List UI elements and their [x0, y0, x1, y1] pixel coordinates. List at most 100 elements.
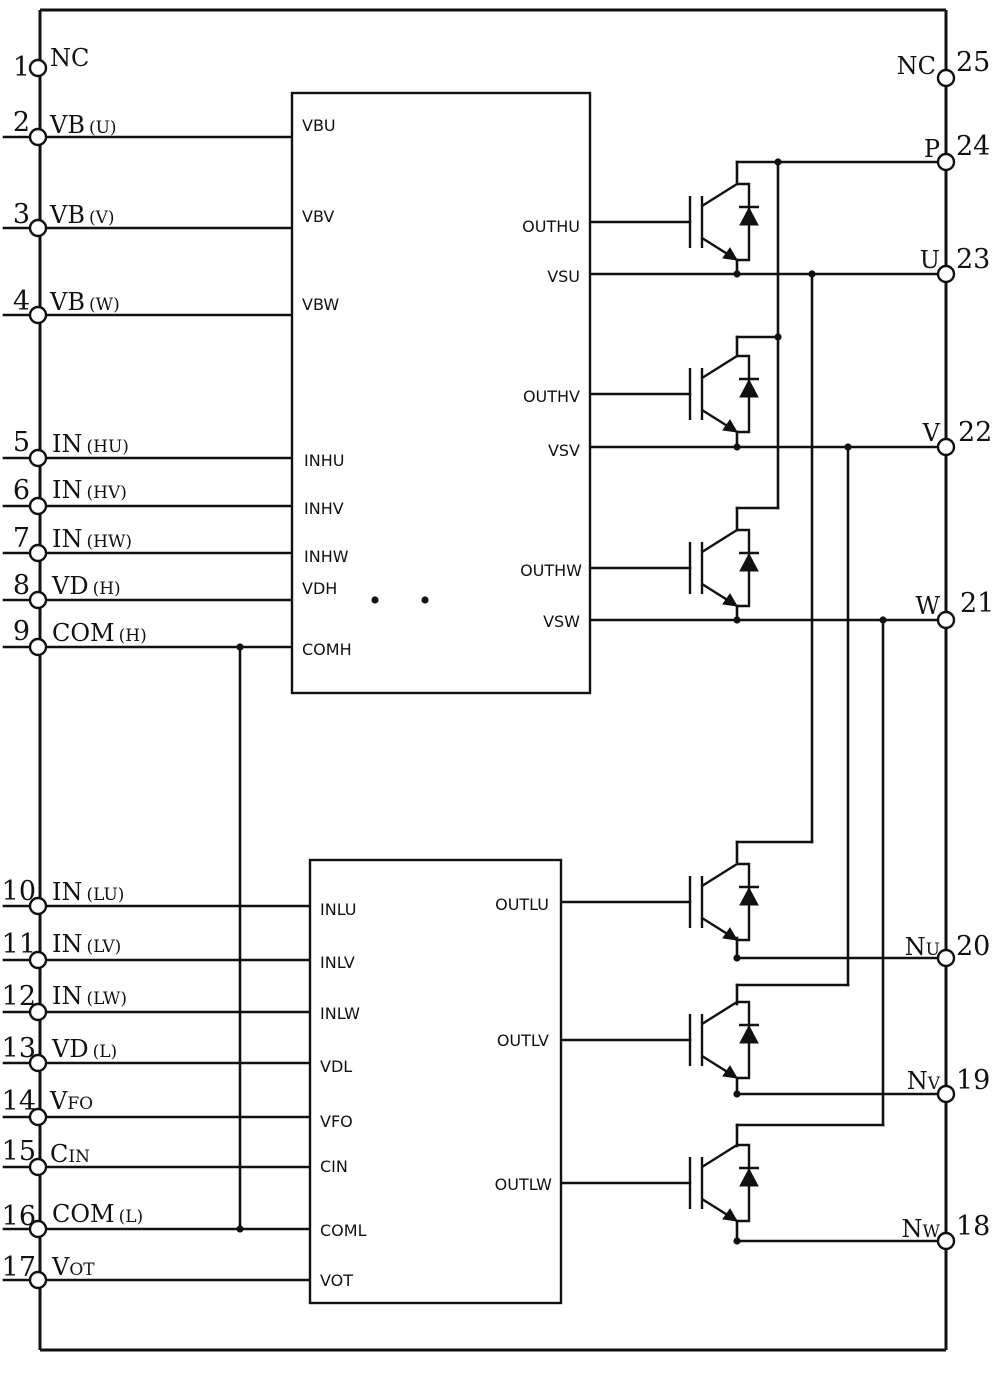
pin-label: IN(LW) [52, 982, 127, 1010]
pin-number: 15 [2, 1136, 36, 1167]
igbt-low-v [688, 1000, 759, 1080]
igbt-transistors [688, 182, 759, 1223]
igbt-low-w [688, 1143, 759, 1223]
junction-dots [236, 158, 887, 1245]
pin-label: COM(L) [52, 1200, 143, 1228]
pin-number: 1 [13, 52, 30, 83]
pin-13: 13 VD(L) [2, 1033, 117, 1073]
pin-25: 25 NC [897, 47, 990, 88]
pin-label: IN(LV) [52, 930, 121, 958]
hvic-label-vbv: VBV [302, 207, 334, 226]
pin-21: 21 W [915, 588, 994, 630]
pin-label: VFO [49, 1087, 93, 1115]
pin-20: 20 NU [905, 931, 990, 968]
hvic-label-outhv: OUTHV [523, 387, 580, 406]
pin-number: 14 [2, 1086, 36, 1117]
pin-16: 16 COM(L) [2, 1200, 143, 1239]
pin-8: 8 VD(H) [13, 570, 121, 610]
pin-label: IN(LU) [52, 878, 124, 906]
igbt-low-u [688, 862, 759, 942]
lvic-label-inlu: INLU [320, 900, 357, 919]
pin-10: 10 IN(LU) [2, 876, 124, 916]
pin-23: 23 U [920, 244, 990, 284]
pin-number: 11 [2, 929, 36, 960]
pin-number: 7 [13, 523, 30, 554]
hvic-block [290, 91, 592, 695]
pin-number: 8 [13, 570, 30, 601]
igbt-high-w [688, 528, 759, 608]
pin-number: 18 [956, 1211, 990, 1242]
hvic-label-vbu: VBU [302, 116, 336, 135]
pin-number: 17 [2, 1252, 36, 1283]
pin-7: 7 IN(HW) [13, 523, 132, 563]
pin-label: VD(L) [51, 1035, 117, 1063]
lvic-label-outlu: OUTLU [495, 895, 549, 914]
pin-15: 15 CIN [2, 1136, 90, 1177]
lvic-label-vdl: VDL [320, 1057, 352, 1076]
pin-number: 12 [2, 981, 36, 1012]
hvic-label-vbw: VBW [302, 295, 339, 314]
lvic-label-inlv: INLV [320, 953, 355, 972]
lvic-label-outlv: OUTLV [497, 1031, 549, 1050]
lvic-label-vot: VOT [320, 1271, 353, 1290]
pin-number: 16 [2, 1201, 36, 1232]
pin-number: 21 [960, 588, 994, 619]
pin-number: 20 [956, 931, 990, 962]
lvic-label-vfo: VFO [320, 1112, 353, 1131]
pin-number: 24 [956, 131, 990, 162]
pin-label: NU [905, 933, 940, 961]
hvic-label-inhu: INHU [304, 451, 344, 470]
pin-14: 14 VFO [2, 1086, 93, 1127]
lvic-label-outlw: OUTLW [495, 1175, 553, 1194]
pin-18: 18 NW [902, 1211, 990, 1251]
pin-number: 19 [956, 1065, 990, 1096]
igbt-high-u [688, 182, 759, 262]
pin-number: 22 [958, 417, 992, 448]
pin-22: 22 V [922, 417, 992, 457]
pin-number: 10 [2, 876, 36, 907]
pin-5: 5 IN(HU) [13, 427, 129, 468]
right-pins: 25 NC 24 P 23 U 22 V 21 W 20 NU 19 NV 18… [897, 47, 994, 1251]
pin-number: 13 [2, 1033, 36, 1064]
pin-label: VD(H) [51, 572, 121, 600]
pin-number: 23 [956, 244, 990, 275]
hvic-label-outhw: OUTHW [520, 561, 582, 580]
pin-17: 17 VOT [2, 1252, 95, 1290]
pin-label: VB(V) [49, 201, 115, 229]
lvic-labels: INLU INLV INLW VDL VFO CIN COML VOT OUTL… [320, 895, 552, 1290]
pin-label: IN(HU) [52, 430, 129, 458]
pin-label: NV [907, 1067, 941, 1095]
pin-label: V [922, 419, 941, 447]
pin-6: 6 IN(HV) [13, 475, 127, 516]
pin-label: VOT [51, 1253, 95, 1281]
lvic-block [308, 858, 563, 1305]
pin-number: 9 [13, 616, 30, 647]
pin-label: IN(HV) [52, 476, 127, 504]
pin-9: 9 COM(H) [13, 616, 147, 657]
hvic-label-inhv: INHV [304, 499, 344, 518]
pin-number: 25 [956, 47, 990, 78]
pin-label: VB(U) [49, 111, 117, 139]
lvic-label-cin: CIN [320, 1157, 348, 1176]
pin-19: 19 NV [907, 1065, 990, 1104]
pin-label: W [915, 592, 940, 620]
pin-label: VB(W) [49, 288, 120, 316]
pin-3: 3 VB(V) [13, 199, 115, 238]
hvic-labels: VBU VBV VBW INHU INHV INHW VDH COMH OUTH… [302, 116, 582, 659]
pin-label: NC [897, 52, 936, 80]
hvic-label-vdh: VDH [302, 579, 337, 598]
pin-label: IN(HW) [52, 525, 132, 553]
pin-number: 6 [13, 475, 30, 506]
hvic-label-inhw: INHW [304, 547, 349, 566]
pin-11: 11 IN(LV) [2, 929, 121, 970]
pin-label: COM(H) [52, 619, 147, 647]
pin-2: 2 VB(U) [13, 107, 117, 147]
pin-24: 24 P [924, 131, 990, 172]
pin-number: 4 [13, 286, 30, 317]
pin-4: 4 VB(W) [13, 286, 120, 325]
lvic-label-inlw: INLW [320, 1004, 360, 1023]
pin-number: 2 [13, 107, 30, 138]
left-pins: 1 NC 2 VB(U) 3 VB(V) 4 VB(W) 5 IN(HU) 6 … [2, 44, 147, 1290]
hvic-label-vsu: VSU [547, 267, 580, 286]
